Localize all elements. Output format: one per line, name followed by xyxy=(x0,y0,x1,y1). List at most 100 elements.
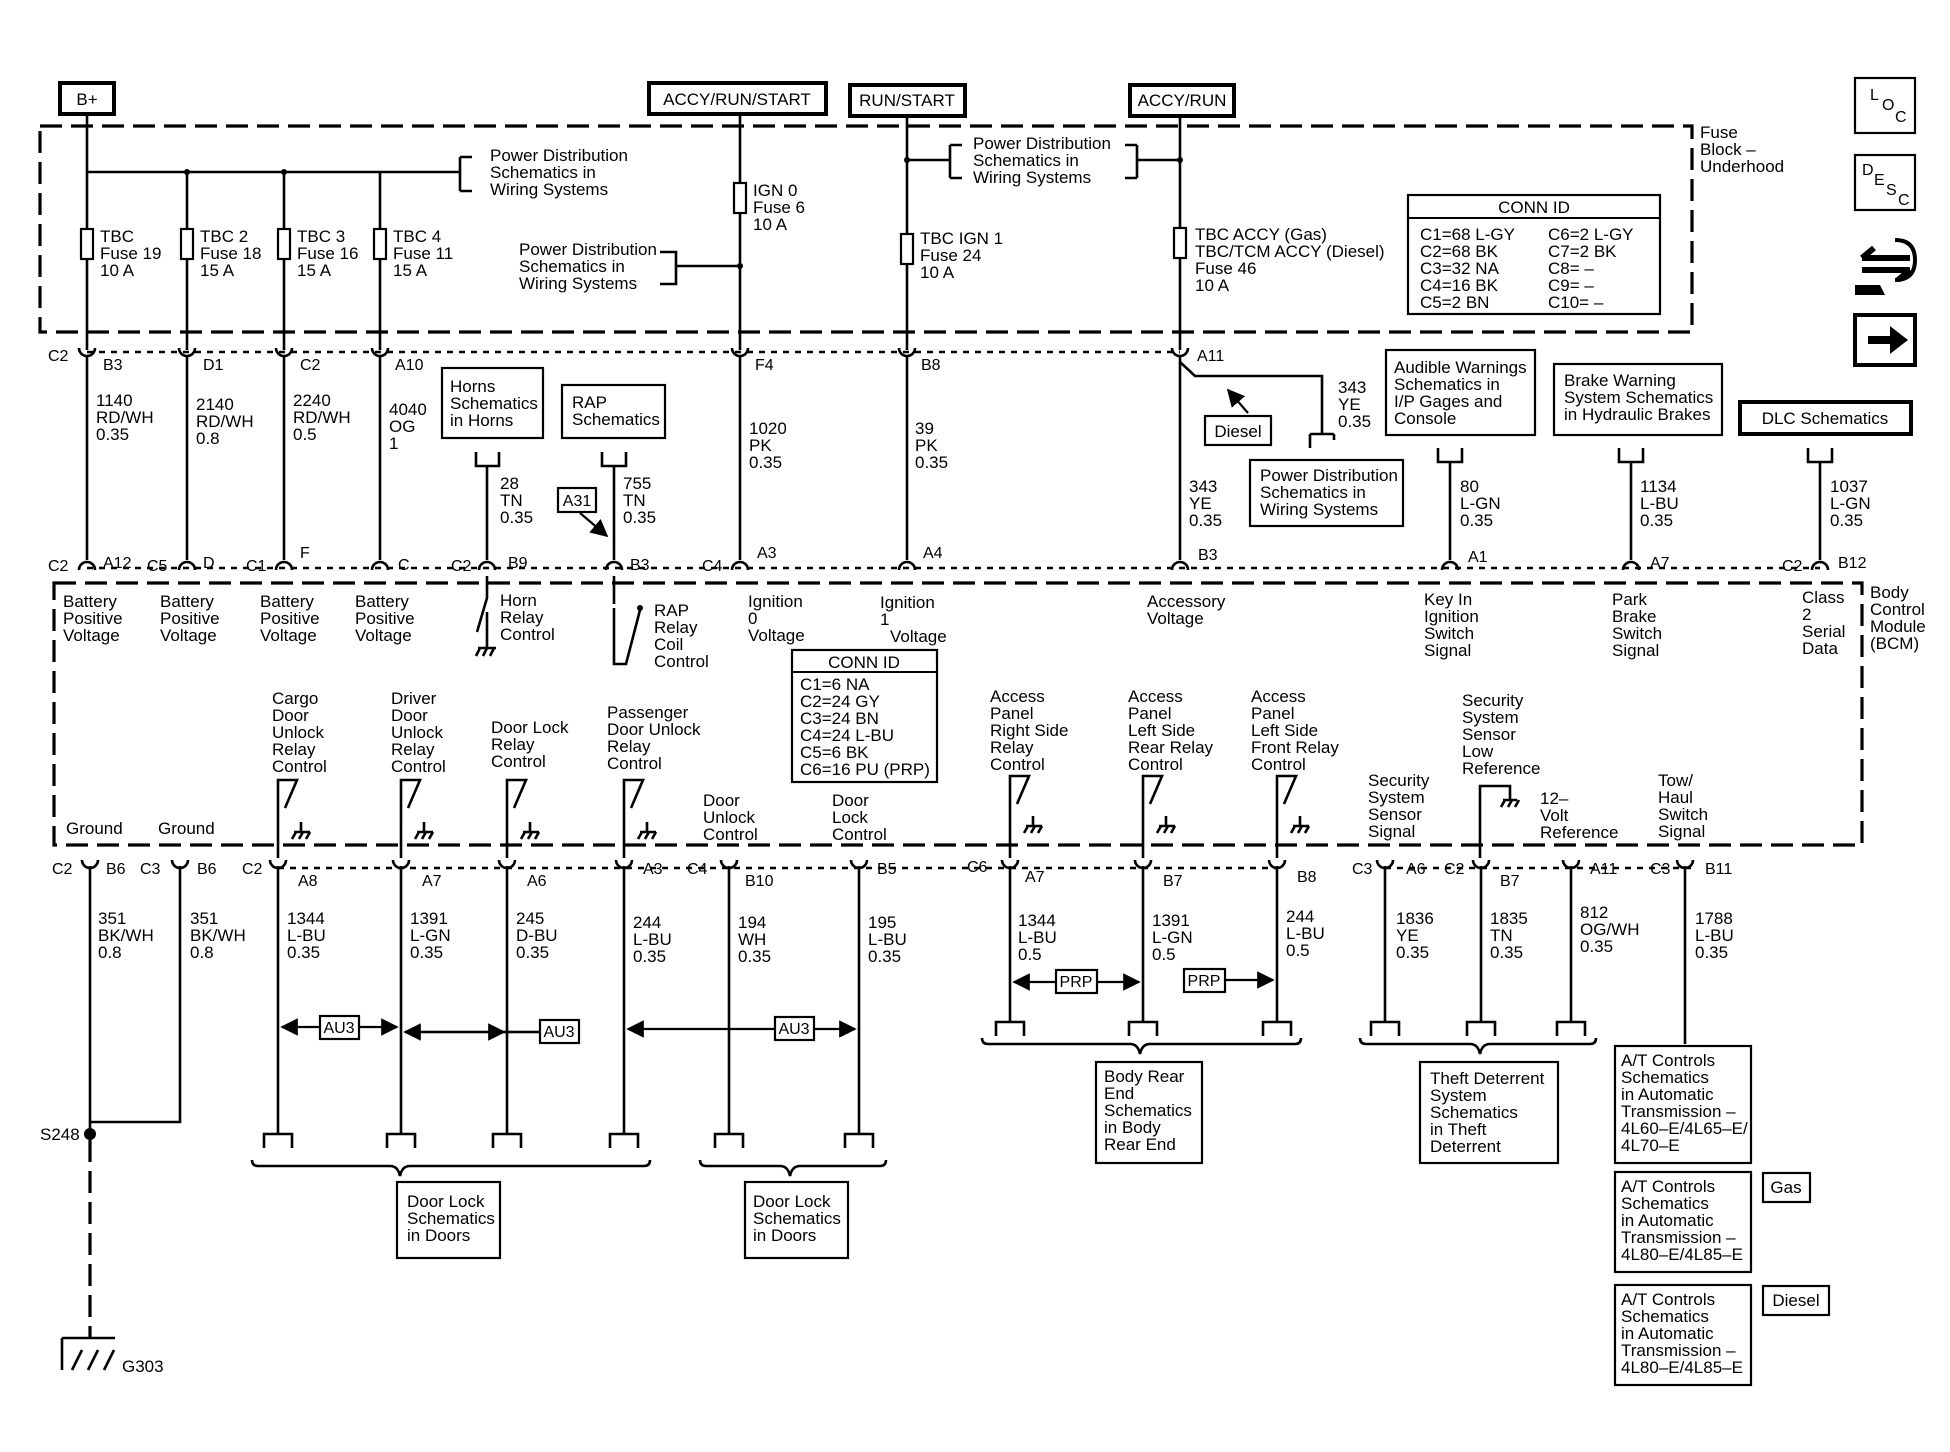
desc-icon[interactable]: D E S C xyxy=(1853,153,1917,212)
svg-text:C1: C1 xyxy=(246,558,267,575)
prp-option-1: PRP xyxy=(1012,968,1141,995)
svg-text:Reference: Reference xyxy=(1462,759,1540,778)
svg-text:1140: 1140 xyxy=(96,391,133,410)
svg-text:D-BU: D-BU xyxy=(516,926,558,945)
svg-text:Schematics in: Schematics in xyxy=(1260,483,1366,502)
svg-text:C2: C2 xyxy=(300,357,321,374)
svg-text:B8: B8 xyxy=(921,357,941,374)
svg-text:Sensor: Sensor xyxy=(1462,725,1516,744)
svg-text:0.35: 0.35 xyxy=(500,508,533,527)
loc-icon[interactable]: L O C xyxy=(1853,76,1917,135)
svg-text:0.35: 0.35 xyxy=(868,947,901,966)
svg-text:0.35: 0.35 xyxy=(1490,943,1523,962)
svg-text:Schematics: Schematics xyxy=(1621,1068,1709,1087)
svg-text:245: 245 xyxy=(516,909,544,928)
svg-text:in Automatic: in Automatic xyxy=(1621,1324,1714,1343)
svg-text:A31: A31 xyxy=(563,493,592,510)
svg-text:S: S xyxy=(1886,182,1897,199)
svg-text:Reference: Reference xyxy=(1540,823,1618,842)
svg-text:39: 39 xyxy=(915,419,934,438)
svg-text:Voltage: Voltage xyxy=(355,626,412,645)
svg-text:Deterrent: Deterrent xyxy=(1430,1137,1501,1156)
svg-text:Access: Access xyxy=(1128,687,1183,706)
svg-text:RD/WH: RD/WH xyxy=(96,408,154,427)
svg-text:Console: Console xyxy=(1394,409,1456,428)
svg-text:L-GN: L-GN xyxy=(1830,494,1871,513)
svg-text:Brake Warning: Brake Warning xyxy=(1564,371,1676,390)
pds-ref-2: Power Distribution Schematics in Wiring … xyxy=(519,240,740,293)
connector-view-icon[interactable] xyxy=(1855,238,1918,295)
svg-text:Low: Low xyxy=(1462,742,1494,761)
svg-text:A7: A7 xyxy=(1650,555,1670,572)
au3-option-1: AU3 xyxy=(280,1014,399,1041)
svg-text:Theft Deterrent: Theft Deterrent xyxy=(1430,1069,1545,1088)
svg-text:RAP: RAP xyxy=(572,393,607,412)
svg-text:Park: Park xyxy=(1612,590,1647,609)
svg-text:15 A: 15 A xyxy=(200,261,235,280)
svg-text:4L70–E: 4L70–E xyxy=(1621,1136,1680,1155)
prp-option-2: PRP xyxy=(1182,967,1275,994)
svg-text:C5=2 BN: C5=2 BN xyxy=(1420,293,1489,312)
svg-text:0.35: 0.35 xyxy=(1189,511,1222,530)
svg-text:Signal: Signal xyxy=(1368,822,1415,841)
svg-text:C3=32 NA: C3=32 NA xyxy=(1420,259,1500,278)
svg-text:BK/WH: BK/WH xyxy=(98,926,154,945)
svg-text:Diesel: Diesel xyxy=(1772,1291,1819,1310)
svg-text:4L60–E/4L65–E/: 4L60–E/4L65–E/ xyxy=(1621,1119,1748,1138)
svg-text:TBC 4: TBC 4 xyxy=(393,227,441,246)
svg-text:Signal: Signal xyxy=(1424,641,1471,660)
svg-text:B+: B+ xyxy=(76,90,97,109)
svg-text:Brake: Brake xyxy=(1612,607,1656,626)
svg-text:Control: Control xyxy=(491,752,546,771)
svg-text:C2: C2 xyxy=(1444,861,1465,878)
svg-text:351: 351 xyxy=(190,909,218,928)
svg-text:YE: YE xyxy=(1189,494,1212,513)
svg-text:2240: 2240 xyxy=(293,391,331,410)
svg-text:B7: B7 xyxy=(1500,873,1520,890)
svg-text:D1: D1 xyxy=(203,357,224,374)
svg-text:0.5: 0.5 xyxy=(1018,945,1042,964)
svg-text:YE: YE xyxy=(1396,926,1419,945)
svg-text:Audible Warnings: Audible Warnings xyxy=(1394,358,1527,377)
svg-text:1: 1 xyxy=(880,610,889,629)
svg-text:Ignition: Ignition xyxy=(880,593,935,612)
next-page-arrow-icon[interactable] xyxy=(1853,313,1917,367)
svg-text:Relay: Relay xyxy=(500,608,544,627)
svg-text:Schematics: Schematics xyxy=(753,1209,841,1228)
svg-text:1788: 1788 xyxy=(1695,909,1733,928)
svg-text:CONN ID: CONN ID xyxy=(828,653,900,672)
svg-text:Schematics: Schematics xyxy=(1621,1194,1709,1213)
svg-text:Positive: Positive xyxy=(260,609,320,628)
svg-text:B3: B3 xyxy=(103,357,123,374)
svg-text:Transmission –: Transmission – xyxy=(1621,1341,1736,1360)
svg-text:Power Distribution: Power Distribution xyxy=(519,240,657,259)
svg-text:195: 195 xyxy=(868,913,896,932)
svg-text:Door Lock: Door Lock xyxy=(407,1192,485,1211)
svg-text:0.5: 0.5 xyxy=(293,425,317,444)
svg-text:Right Side: Right Side xyxy=(990,721,1068,740)
svg-text:OG/WH: OG/WH xyxy=(1580,920,1640,939)
svg-text:351: 351 xyxy=(98,909,126,928)
horn-relay-switch xyxy=(474,576,496,657)
svg-text:A12: A12 xyxy=(103,555,132,572)
svg-text:Positive: Positive xyxy=(63,609,123,628)
svg-text:WH: WH xyxy=(738,930,766,949)
svg-text:PRP: PRP xyxy=(1188,973,1221,990)
svg-text:Schematics: Schematics xyxy=(1104,1101,1192,1120)
svg-text:Body: Body xyxy=(1870,583,1909,602)
svg-text:15 A: 15 A xyxy=(297,261,332,280)
svg-text:Control: Control xyxy=(607,754,662,773)
svg-text:S248: S248 xyxy=(40,1125,80,1144)
